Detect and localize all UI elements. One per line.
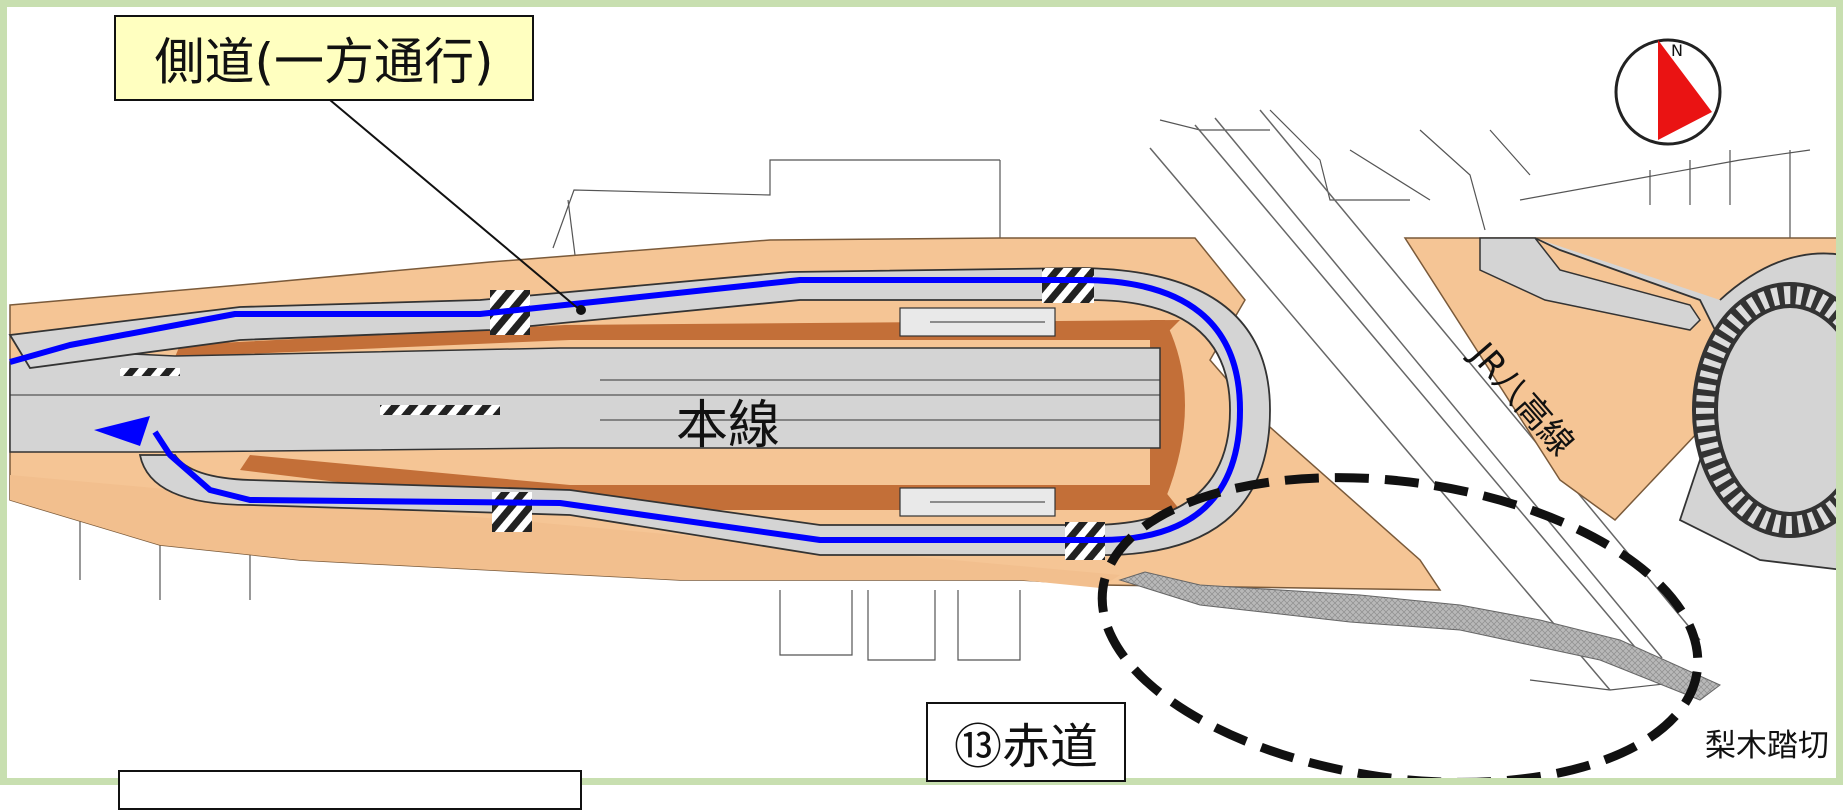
roundabout	[1479, 237, 1843, 571]
crossing-label: 梨木踏切	[1705, 727, 1829, 764]
road-plan-map: N	[0, 0, 1843, 785]
highlight-oval	[1097, 473, 1703, 785]
ramp-structures	[899, 307, 1056, 517]
compass-icon: N	[1614, 38, 1722, 146]
side-road-loop	[8, 267, 1271, 556]
one-way-route	[9, 277, 1243, 543]
legend-box	[118, 770, 582, 810]
side-road-label: 側道(一方通行)	[114, 15, 534, 101]
railway-tracks	[1149, 109, 1701, 691]
svg-text:N: N	[1671, 41, 1683, 60]
akamichi-path	[1118, 571, 1721, 701]
main-line-road	[9, 347, 1161, 453]
route-arrow-icon	[94, 416, 150, 446]
akamichi-label: ⑬赤道	[926, 702, 1126, 782]
parcel-linework	[79, 109, 1811, 691]
main-line-label: 本線	[675, 395, 780, 456]
callout-leader	[329, 99, 581, 311]
